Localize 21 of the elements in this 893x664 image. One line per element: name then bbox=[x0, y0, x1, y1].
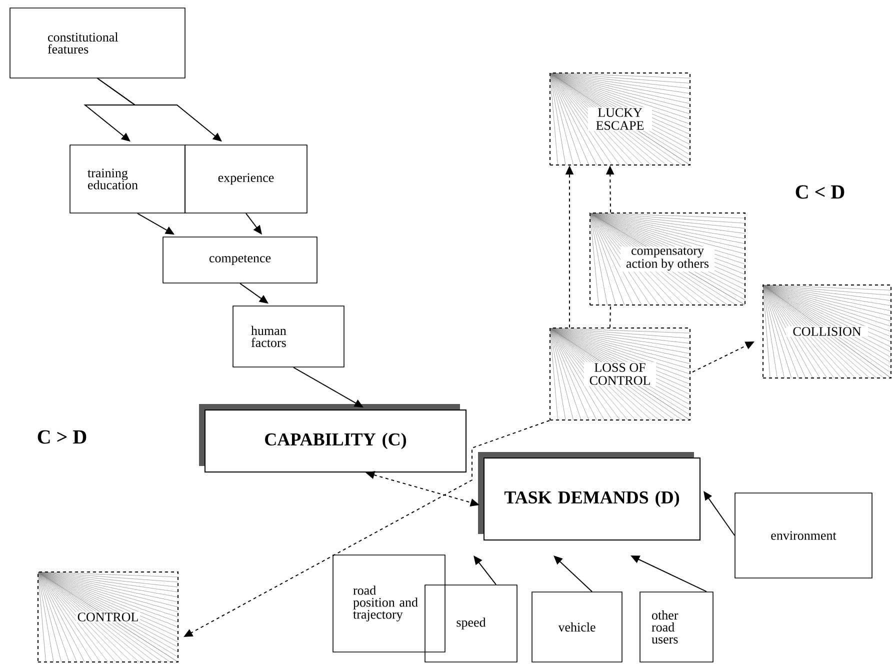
process-box: vehicle bbox=[532, 592, 622, 662]
process-box: other road users bbox=[640, 592, 714, 662]
process-box: road position and trajectory bbox=[332, 554, 446, 652]
process-box: experience bbox=[184, 144, 308, 214]
process-box: human factors bbox=[232, 306, 344, 368]
process-box: constitutional features bbox=[10, 8, 186, 78]
hatched-outcome-box: COLLISION bbox=[762, 284, 892, 378]
hatched-outcome-box: LOSS OF CONTROL bbox=[550, 328, 690, 420]
relation-label: C < D bbox=[796, 185, 844, 199]
arrow bbox=[554, 556, 592, 592]
process-box: training education bbox=[70, 144, 186, 214]
hatched-outcome-box: compensatory action by others bbox=[590, 212, 746, 306]
hatched-outcome-box: LUCKY ESCAPE bbox=[550, 72, 690, 166]
process-box: competence bbox=[162, 236, 318, 284]
process-box: speed bbox=[424, 584, 518, 662]
relation-label: C > D bbox=[38, 430, 86, 444]
process-box: environment bbox=[734, 492, 872, 578]
arrow bbox=[474, 556, 496, 586]
hatched-outcome-box: CONTROL bbox=[38, 572, 178, 662]
shadowed-box: CAPABILITY (C) bbox=[199, 404, 466, 472]
shadowed-box: TASK DEMANDS (D) bbox=[478, 452, 700, 540]
